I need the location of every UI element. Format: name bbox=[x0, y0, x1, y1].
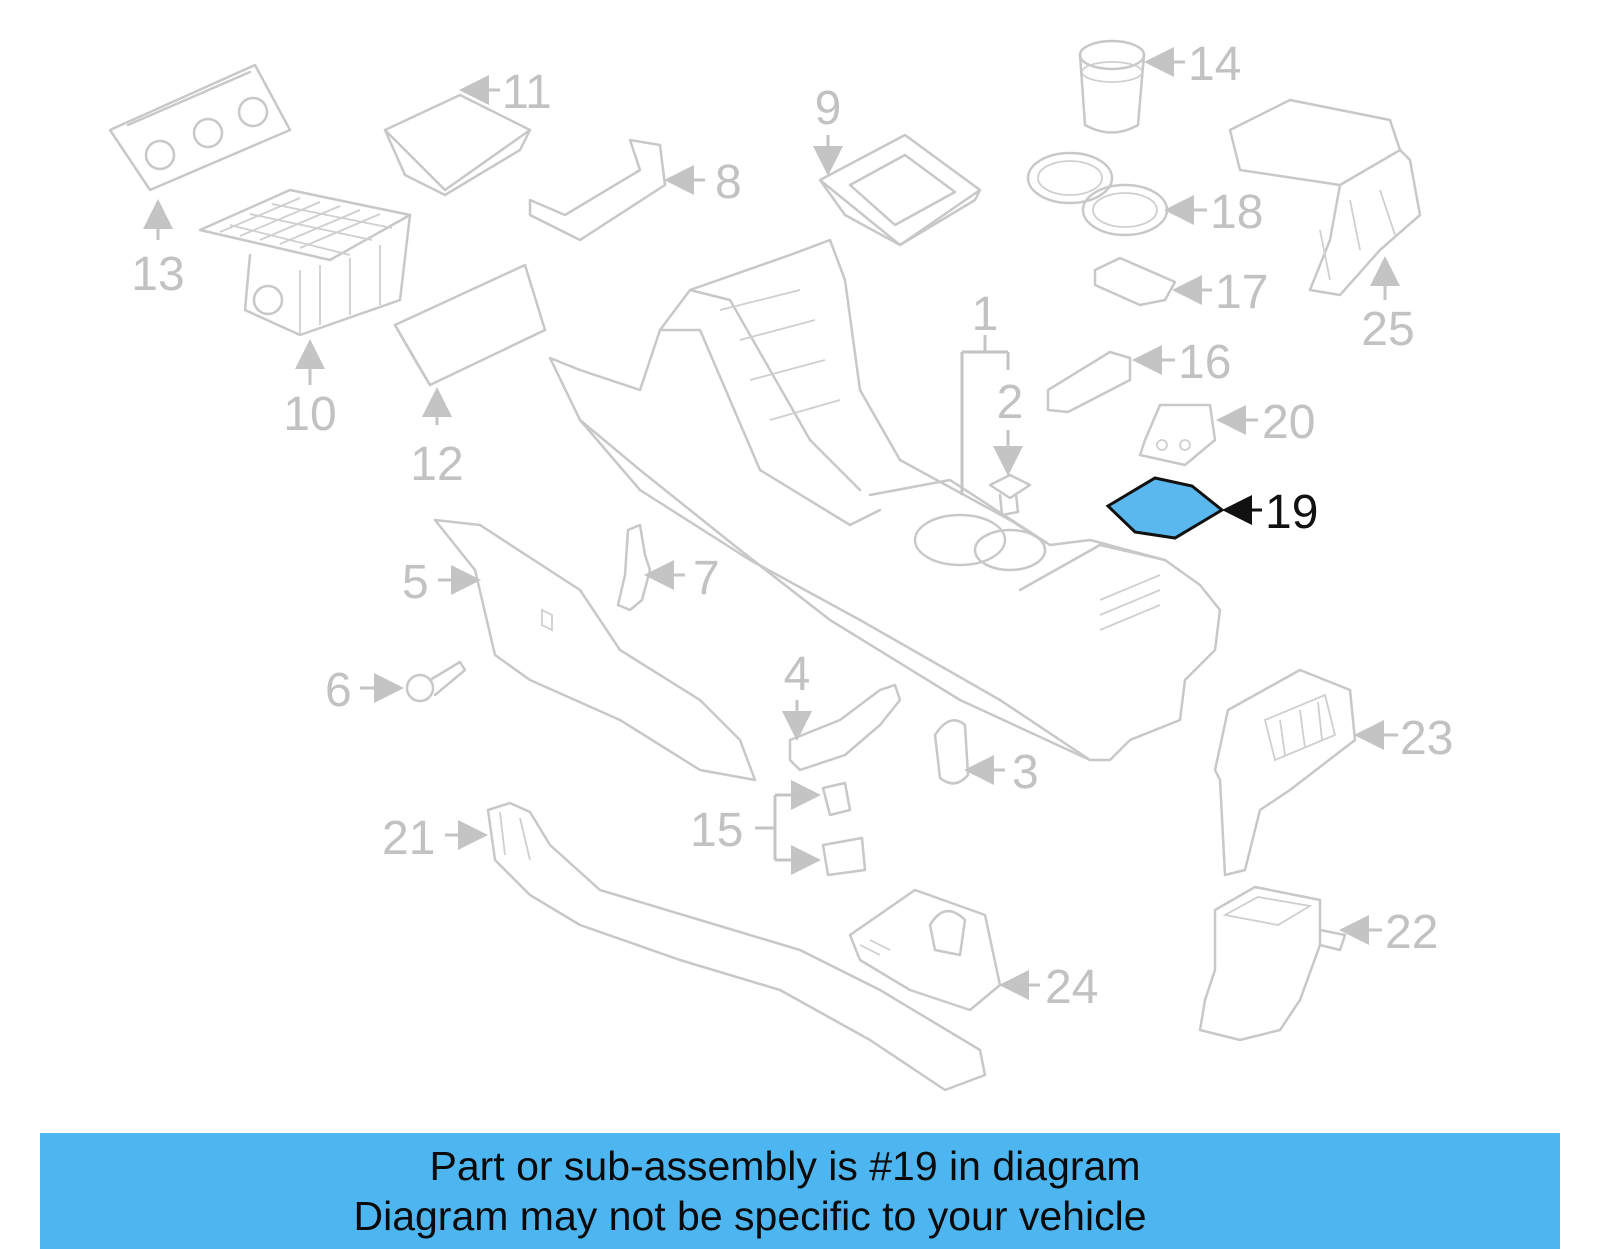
info-banner: Part or sub-assembly is #19 in diagram D… bbox=[40, 1133, 1560, 1249]
callout-12: 12 bbox=[410, 438, 463, 491]
callout-1: 1 bbox=[972, 288, 999, 341]
part-6-screw bbox=[405, 660, 467, 703]
banner-line-part: Part or sub-assembly is #19 in diagram bbox=[429, 1143, 1141, 1189]
callout-24: 24 bbox=[1045, 961, 1098, 1014]
callout-22: 22 bbox=[1385, 906, 1438, 959]
callout-17: 17 bbox=[1215, 266, 1268, 319]
callout-19-active: 19 bbox=[1265, 486, 1318, 539]
callout-10: 10 bbox=[283, 388, 336, 441]
part-20-hinge bbox=[1138, 403, 1217, 467]
part-10-storage-bin bbox=[198, 188, 412, 337]
callout-21: 21 bbox=[382, 812, 435, 865]
callout-15: 15 bbox=[690, 804, 743, 857]
callout-6: 6 bbox=[325, 664, 352, 717]
part-9-shifter-bezel bbox=[818, 133, 982, 247]
part-14-cup-insert bbox=[1078, 39, 1146, 134]
callout-13: 13 bbox=[131, 248, 184, 301]
part-18-cup-mat bbox=[1026, 151, 1169, 237]
callout-2: 2 bbox=[997, 376, 1024, 429]
callout-8: 8 bbox=[715, 156, 742, 209]
part-5-side-trim bbox=[433, 518, 757, 782]
part-15-clips bbox=[821, 781, 867, 877]
part-7-clip bbox=[616, 523, 652, 612]
callout-9: 9 bbox=[815, 82, 842, 135]
part-3-plug bbox=[933, 719, 970, 785]
part-2-fastener bbox=[988, 473, 1032, 517]
callout-7: 7 bbox=[693, 552, 720, 605]
callout-23: 23 bbox=[1400, 712, 1453, 765]
part-8-bracket bbox=[528, 138, 667, 242]
callout-16: 16 bbox=[1178, 336, 1231, 389]
part-24-shifter-housing bbox=[848, 888, 1002, 1012]
callout-25: 25 bbox=[1361, 303, 1414, 356]
part-22-rear-duct bbox=[1198, 885, 1347, 1042]
part-23-rear-vent bbox=[1213, 668, 1357, 877]
callout-5: 5 bbox=[402, 556, 429, 609]
callout-14: 14 bbox=[1188, 38, 1241, 91]
callout-labels: 1 2 3 4 5 6 7 8 9 10 11 12 13 14 15 16 1… bbox=[131, 38, 1453, 1014]
leader-lines bbox=[143, 47, 1400, 1000]
part-13-bezel bbox=[108, 63, 292, 192]
part-21-floor-duct bbox=[486, 801, 987, 1092]
callout-3: 3 bbox=[1012, 746, 1039, 799]
part-17-cover bbox=[1093, 256, 1177, 307]
callout-4: 4 bbox=[784, 648, 811, 701]
banner-line-disclaimer: Diagram may not be specific to your vehi… bbox=[353, 1193, 1147, 1239]
callout-18: 18 bbox=[1210, 186, 1263, 239]
part-19-highlighted bbox=[1105, 476, 1225, 540]
part-11-tray bbox=[383, 93, 532, 197]
part-25-armrest bbox=[1228, 98, 1422, 297]
part-12-lid bbox=[393, 263, 547, 387]
callout-11: 11 bbox=[502, 66, 552, 119]
part-16-latch bbox=[1046, 350, 1132, 414]
callout-20: 20 bbox=[1262, 396, 1315, 449]
part-1-center-console bbox=[548, 238, 1222, 762]
part-4-bracket bbox=[788, 683, 902, 772]
